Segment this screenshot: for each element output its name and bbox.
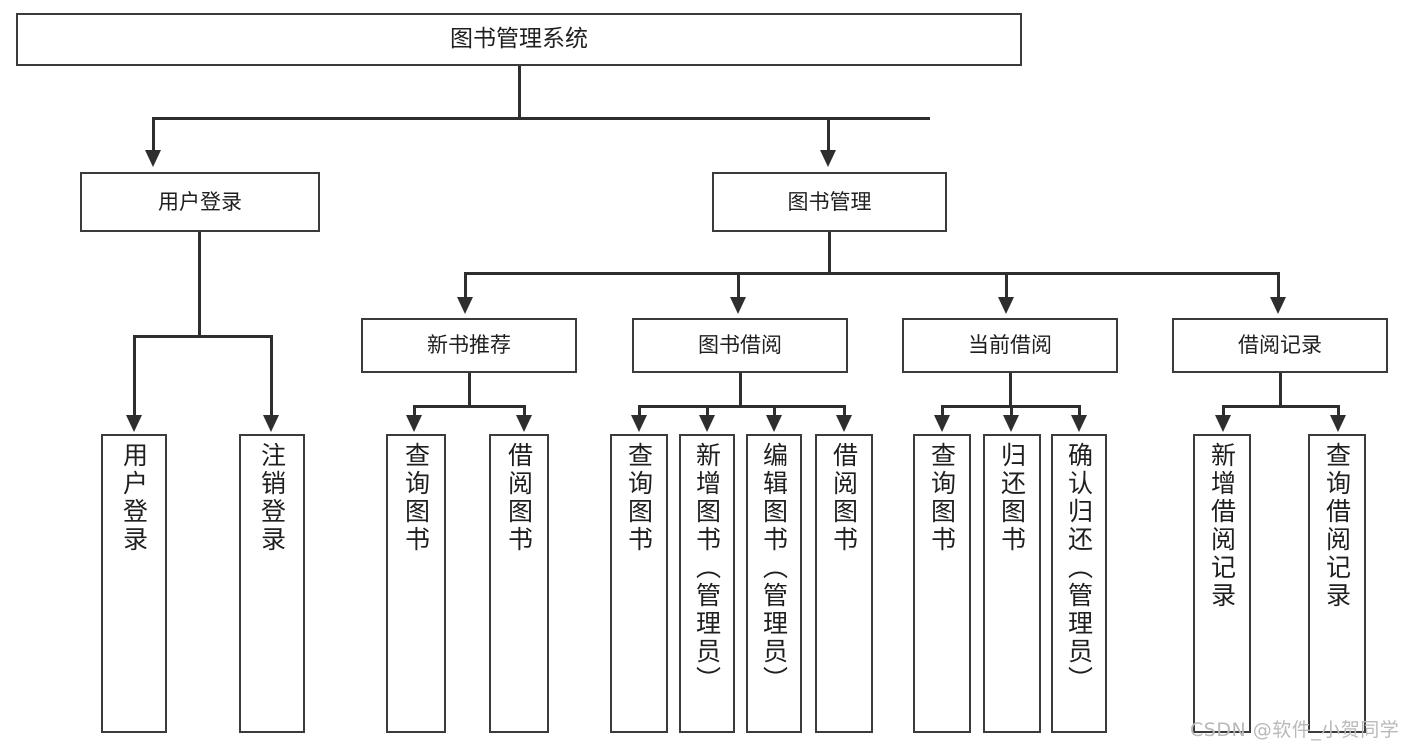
edge-root-fan-bar [152,117,930,120]
arrowhead-leaf-return-book [1003,415,1019,432]
edge-book-manage-to-borrow-record [1277,272,1280,300]
edge-nbr-to-leaf-borrow-book-1 [523,405,526,418]
arrowhead-new-book-recommend [457,297,473,314]
arrowhead-leaf-query-book-1 [406,415,422,432]
node-leaf-add-record-label: 新增借阅记录 [1207,442,1237,610]
edge-book-manage-stem [828,232,831,273]
edge-current-borrow-stem [1009,373,1012,406]
node-leaf-return-book-label: 归还图书 [997,442,1027,554]
edge-bb-to-leaf-add-book [706,405,709,418]
node-leaf-logout[interactable]: 注销登录 [239,434,305,733]
arrowhead-borrow-record [1270,297,1286,314]
edge-cb-to-leaf-return-book [1010,405,1013,418]
edge-new-book-recommend-fan-bar [413,405,526,408]
node-leaf-borrow-book-1[interactable]: 借阅图书 [489,434,549,733]
node-current-borrow-label: 当前借阅 [968,333,1052,358]
arrowhead-root-to-book-manage [820,150,836,167]
node-leaf-query-record[interactable]: 查询借阅记录 [1308,434,1366,733]
arrowhead-leaf-query-book-2 [631,415,647,432]
edge-book-manage-to-book-borrow [737,272,740,300]
node-leaf-query-book-3[interactable]: 查询图书 [913,434,971,733]
arrowhead-leaf-query-record [1330,415,1346,432]
node-leaf-borrow-book-2[interactable]: 借阅图书 [815,434,873,733]
edge-book-manage-to-new-book-recommend [464,272,467,300]
node-user-login-label: 用户登录 [158,189,242,214]
edge-br-to-leaf-query-record [1337,405,1340,418]
arrowhead-book-borrow [730,297,746,314]
arrowhead-leaf-user-login [126,415,142,432]
edge-bb-to-leaf-edit-book [773,405,776,418]
edge-bb-to-leaf-borrow-book-2 [843,405,846,418]
node-leaf-add-book-label: 新增图书（管理员） [692,442,722,694]
arrowhead-leaf-borrow-book-1 [516,415,532,432]
arrowhead-leaf-confirm-return [1071,415,1087,432]
node-leaf-borrow-book-2-label: 借阅图书 [829,442,859,554]
node-borrow-record[interactable]: 借阅记录 [1172,318,1388,373]
node-root-system[interactable]: 图书管理系统 [16,13,1022,66]
arrowhead-leaf-add-record [1215,415,1231,432]
node-leaf-return-book[interactable]: 归还图书 [983,434,1041,733]
node-leaf-confirm-return-label: 确认归还（管理员） [1064,442,1094,694]
arrowhead-leaf-borrow-book-2 [836,415,852,432]
arrowhead-root-to-user-login [145,150,161,167]
edge-user-login-to-leaf-logout [270,335,273,418]
edge-cb-to-leaf-confirm-return [1078,405,1081,418]
edge-borrow-record-fan-bar [1222,405,1340,408]
node-leaf-user-login-label: 用户登录 [119,442,149,554]
node-leaf-confirm-return[interactable]: 确认归还（管理员） [1051,434,1107,733]
arrowhead-leaf-logout [263,415,279,432]
node-new-book-recommend[interactable]: 新书推荐 [361,318,577,373]
node-new-book-recommend-label: 新书推荐 [427,333,511,358]
edge-user-login-stem [198,232,201,335]
node-leaf-add-book[interactable]: 新增图书（管理员） [679,434,735,733]
arrowhead-leaf-add-book [699,415,715,432]
node-book-manage-label: 图书管理 [787,189,872,214]
arrowhead-leaf-edit-book [766,415,782,432]
edge-book-borrow-fan-bar [638,405,846,408]
node-leaf-query-book-2-label: 查询图书 [624,442,654,554]
node-leaf-query-book-1[interactable]: 查询图书 [386,434,446,733]
edge-new-book-recommend-stem [468,373,471,406]
node-leaf-query-book-2[interactable]: 查询图书 [610,434,668,733]
edge-borrow-record-stem [1279,373,1282,406]
edge-book-manage-fan-bar [464,272,1280,275]
arrowhead-current-borrow [998,297,1014,314]
node-leaf-query-book-1-label: 查询图书 [401,442,431,554]
edge-root-to-book-manage [827,117,830,153]
node-leaf-edit-book[interactable]: 编辑图书（管理员） [746,434,802,733]
node-leaf-borrow-book-1-label: 借阅图书 [504,442,534,554]
node-leaf-add-record[interactable]: 新增借阅记录 [1193,434,1251,733]
node-leaf-logout-label: 注销登录 [257,442,287,554]
node-leaf-user-login[interactable]: 用户登录 [101,434,167,733]
arrowhead-leaf-query-book-3 [934,415,950,432]
node-current-borrow[interactable]: 当前借阅 [902,318,1118,373]
edge-bb-to-leaf-query-book-2 [638,405,641,418]
node-book-manage[interactable]: 图书管理 [712,172,947,232]
edge-root-to-user-login [152,117,155,153]
edge-cb-to-leaf-query-book-3 [941,405,944,418]
edge-book-borrow-stem [739,373,742,406]
edge-book-manage-to-current-borrow [1005,272,1008,300]
node-leaf-query-book-3-label: 查询图书 [927,442,957,554]
edge-user-login-fan-bar [133,335,273,338]
node-book-borrow[interactable]: 图书借阅 [632,318,848,373]
edge-root-stem [518,66,521,117]
edge-nbr-to-leaf-query-book-1 [413,405,416,418]
edge-br-to-leaf-add-record [1222,405,1225,418]
edge-user-login-to-leaf-user-login [133,335,136,418]
node-book-borrow-label: 图书借阅 [698,333,782,358]
node-borrow-record-label: 借阅记录 [1238,333,1322,358]
node-leaf-query-record-label: 查询借阅记录 [1322,442,1352,610]
node-user-login[interactable]: 用户登录 [80,172,320,232]
node-leaf-edit-book-label: 编辑图书（管理员） [759,442,789,694]
node-root-system-label: 图书管理系统 [450,26,588,53]
